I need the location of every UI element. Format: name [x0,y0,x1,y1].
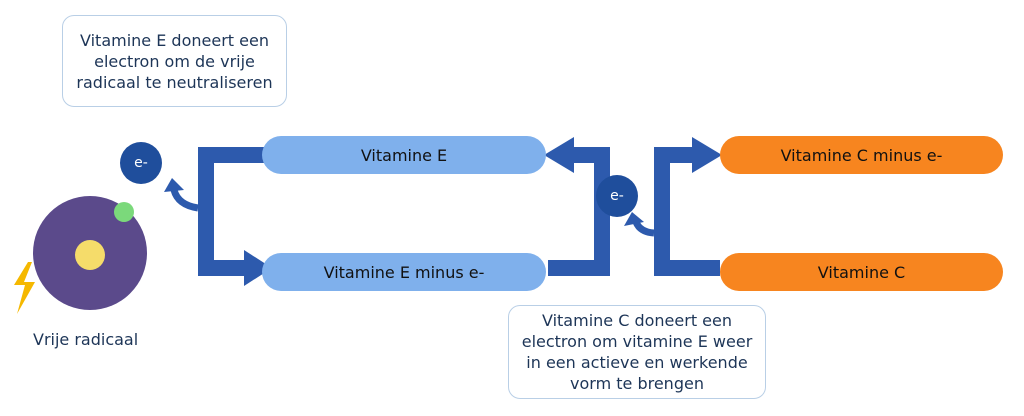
vitamin-c-note-line-1: Vitamine C doneert een [541,311,732,330]
left-electron-arrow [164,178,199,212]
free-radical-label: Vrije radicaal [33,330,139,349]
vitamin-e-pill: Vitamine E [262,136,546,174]
free-radical-icon [33,196,147,310]
middle-electron-arrow [624,212,655,237]
vitamin-e-note: Vitamine E doneert een electron om de vr… [62,15,287,107]
vitamin-c-note-line-3: in een actieve en werkende [526,353,748,372]
vitamin-c-note-line-4: vorm te brengen [570,374,704,393]
vitamin-c-pill: Vitamine C [720,253,1003,291]
vitamin-c-note: Vitamine C doneert een electron om vitam… [508,305,766,399]
vitamin-c-minus-pill: Vitamine C minus e- [720,136,1003,174]
vitamin-e-note-line-2: electron om de vrije [94,51,255,71]
electron-left: e- [120,142,162,184]
left-cycle-arrow [198,147,272,286]
vitamin-e-minus-pill: Vitamine E minus e- [262,253,546,291]
lightning-icon [14,262,35,314]
vitamin-c-note-line-2: electron om vitamine E weer [521,332,753,351]
electron-middle: e- [596,175,638,217]
vitamin-e-note-line-1: Vitamine E doneert een [80,30,269,50]
vitamin-e-note-line-3: radicaal te neutraliseren [76,72,273,92]
right-cycle-arrow [654,137,722,276]
